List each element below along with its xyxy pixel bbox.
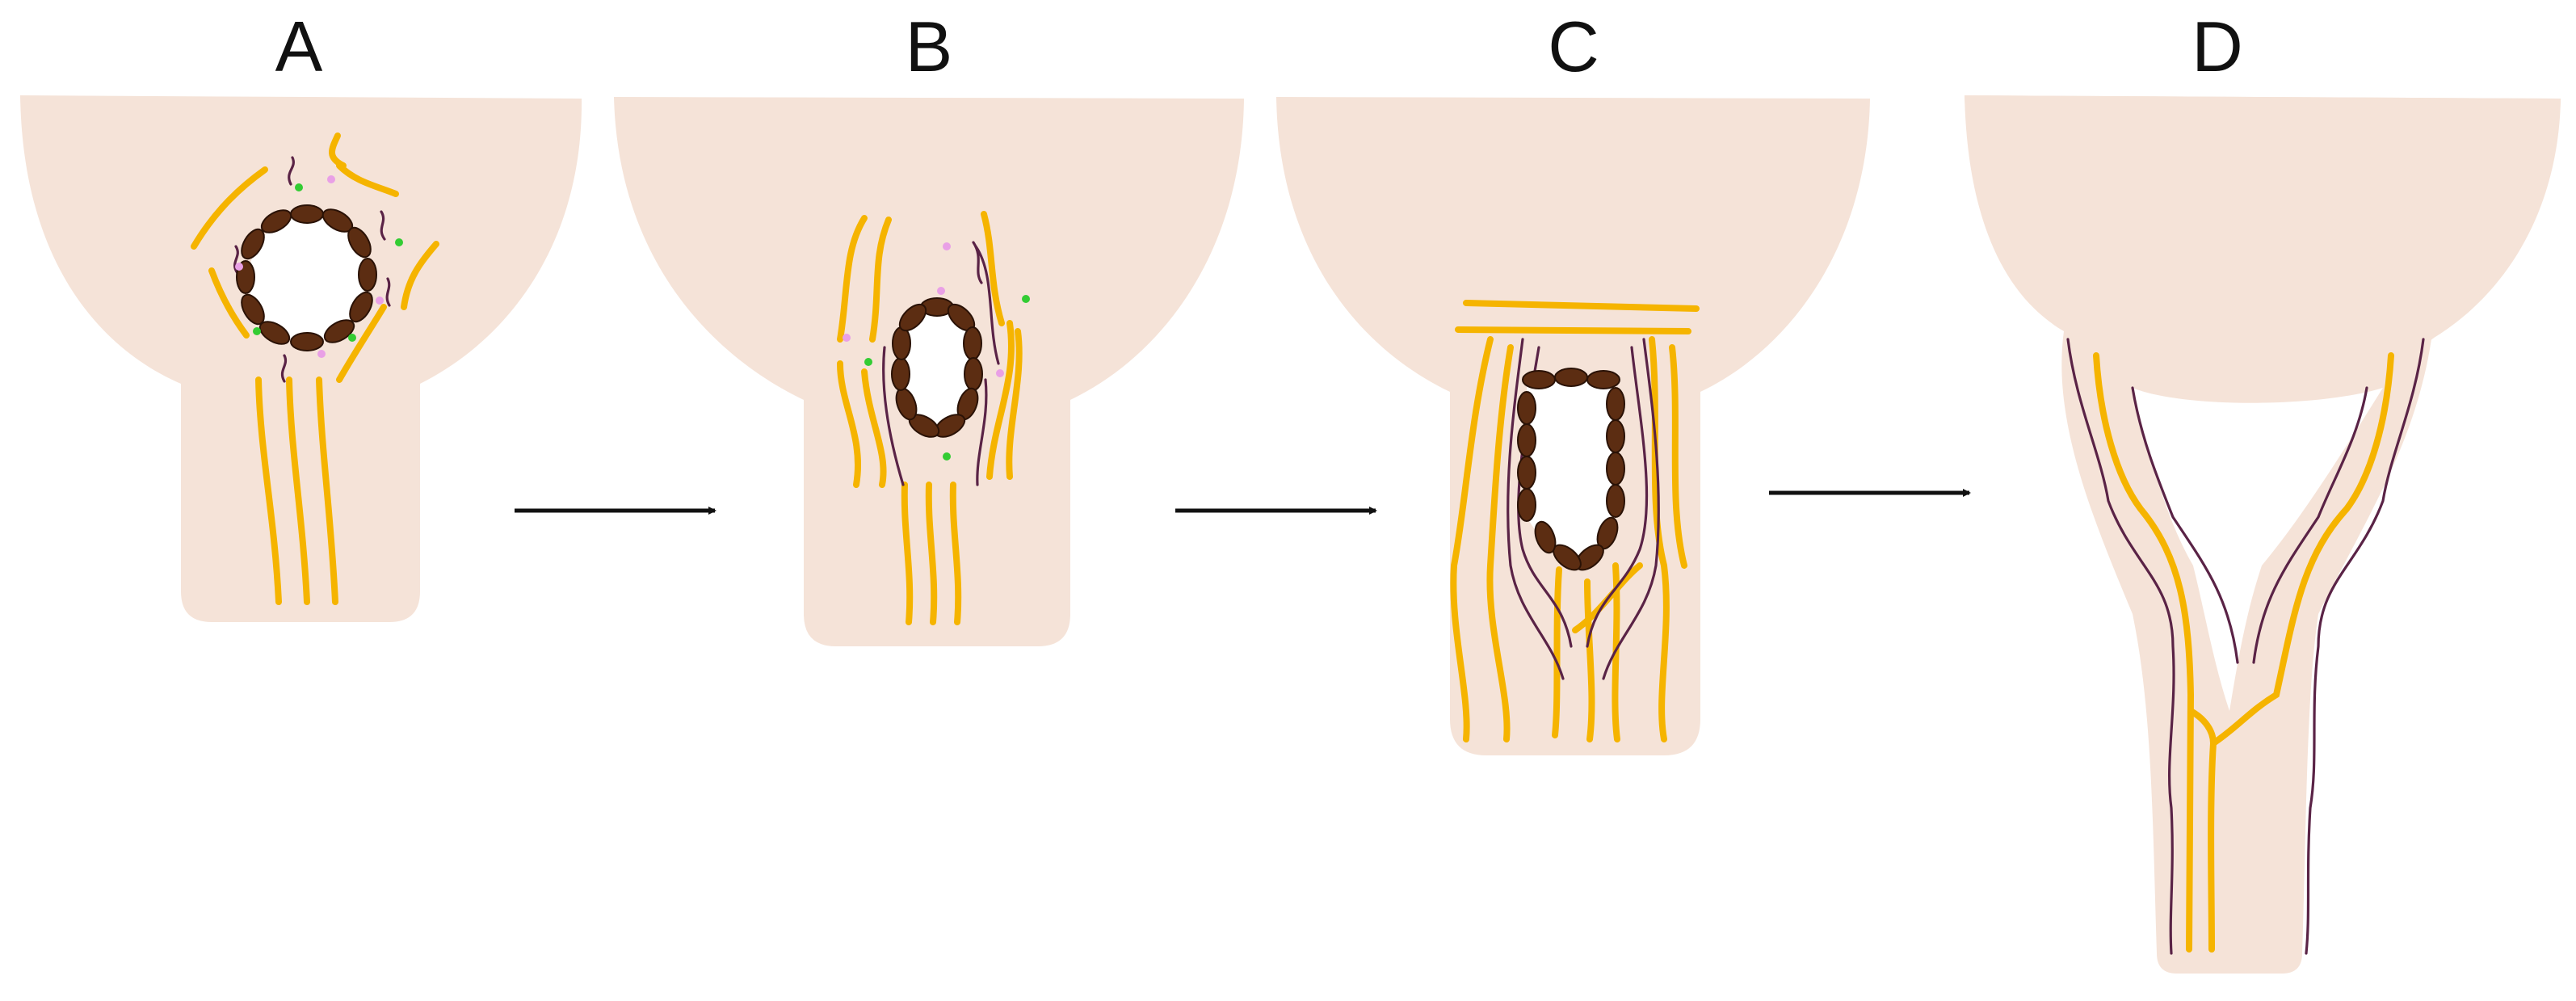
panel-c-vessel (1517, 368, 1625, 571)
panel-b-label: B (906, 6, 953, 86)
panel-d-cap (1965, 95, 2561, 408)
panel-a (20, 95, 582, 622)
panel-b-fibers (837, 211, 1023, 625)
panel-d-fibers (2093, 352, 2394, 953)
panel-a-thin-fibers (233, 156, 391, 383)
panel-d-thin-fibers (2066, 338, 2425, 955)
panel-c-label: C (1548, 6, 1599, 86)
panel-b-thin-fibers (882, 241, 1000, 486)
panel-a-label: A (275, 6, 323, 86)
panel-a-fibers (191, 132, 439, 605)
panel-c-vessel-cells (1517, 368, 1625, 571)
panel-a-vessel-cells (236, 204, 377, 351)
panel-d-label: D (2191, 6, 2243, 86)
panel-b-vessel (891, 297, 983, 438)
panel-b-dots (843, 242, 1030, 461)
panel-a-tissue (20, 95, 582, 622)
panel-d-gap (2133, 388, 2383, 711)
panel-a-dots (235, 175, 403, 358)
panel-b (614, 97, 1244, 646)
panel-a-vessel (236, 204, 377, 351)
panel-b-vessel-cells (891, 297, 983, 438)
panel-c (1276, 97, 1870, 755)
panel-d (1965, 95, 2561, 974)
